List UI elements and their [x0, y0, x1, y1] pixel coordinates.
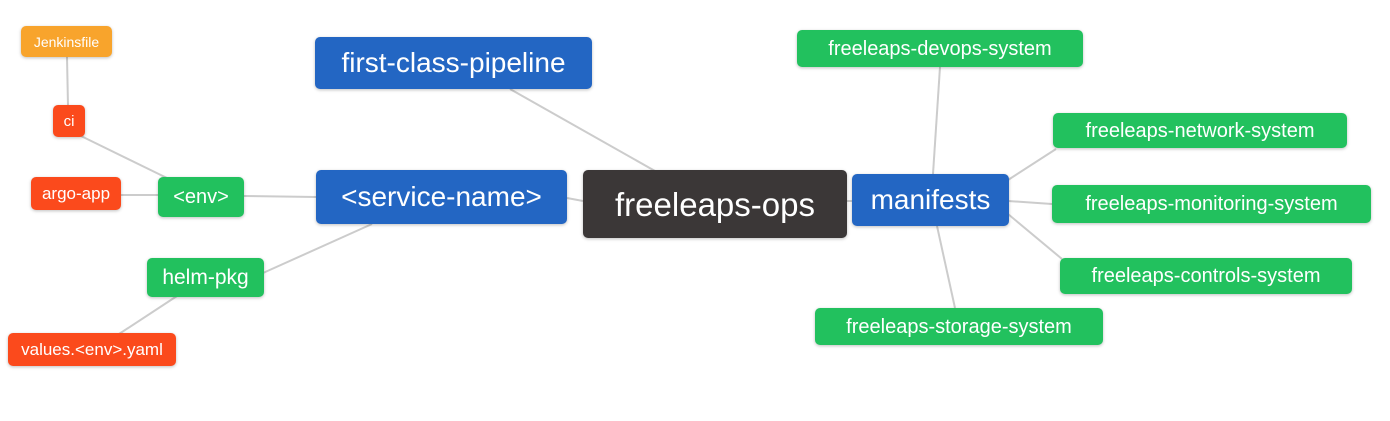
node-manifests[interactable]: manifests [852, 174, 1009, 226]
node-freeleaps-ops-root[interactable]: freeleaps-ops [583, 170, 847, 238]
edge-manifests-devops [932, 66, 941, 175]
node-ci[interactable]: ci [53, 105, 85, 137]
edge-env-service-name [243, 195, 317, 198]
edge-service-name-helm-pkg [262, 223, 373, 274]
node-freeleaps-network-system[interactable]: freeleaps-network-system [1053, 113, 1347, 148]
node-freeleaps-storage-system[interactable]: freeleaps-storage-system [815, 308, 1103, 345]
edge-jenkinsfile-ci [66, 56, 69, 107]
edge-ci-env [80, 135, 170, 180]
node-freeleaps-devops-system[interactable]: freeleaps-devops-system [797, 30, 1083, 67]
node-first-class-pipeline[interactable]: first-class-pipeline [315, 37, 592, 89]
edge-manifests-network [1007, 148, 1057, 181]
node-freeleaps-controls-system[interactable]: freeleaps-controls-system [1060, 258, 1352, 294]
edge-manifests-monitoring [1007, 200, 1053, 205]
node-service-name[interactable]: <service-name> [316, 170, 567, 224]
node-jenkinsfile[interactable]: Jenkinsfile [21, 26, 112, 57]
edge-service-name-root [566, 197, 584, 202]
node-helm-pkg[interactable]: helm-pkg [147, 258, 264, 297]
node-env[interactable]: <env> [158, 177, 244, 217]
edge-pipeline-root [509, 88, 656, 172]
node-argo-app[interactable]: argo-app [31, 177, 121, 210]
edge-helm-pkg-values [118, 295, 178, 335]
edge-manifests-storage [936, 225, 956, 309]
node-values-env-yaml[interactable]: values.<env>.yaml [8, 333, 176, 366]
node-freeleaps-monitoring-system[interactable]: freeleaps-monitoring-system [1052, 185, 1371, 223]
